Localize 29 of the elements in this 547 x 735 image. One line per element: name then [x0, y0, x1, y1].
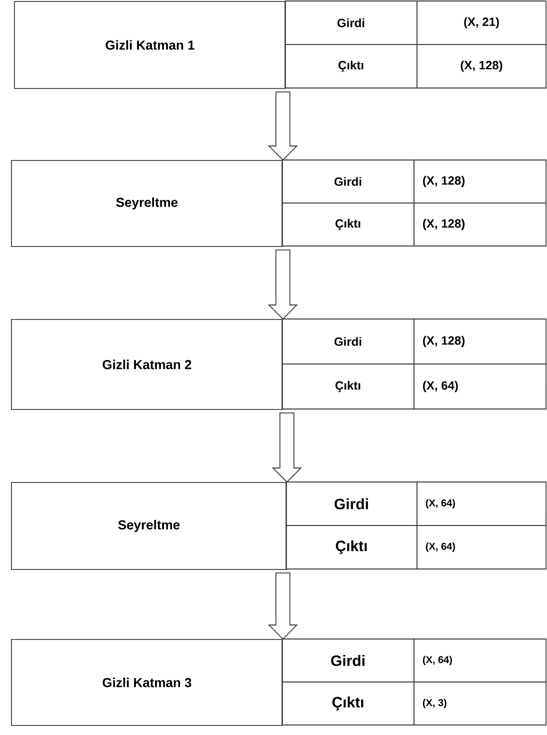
- block-arrow: [268, 249, 298, 320]
- layer-box: Gizli Katman 3: [11, 639, 283, 726]
- table-cell: (X, 128): [414, 318, 546, 364]
- layer-box: Gizli Katman 2: [11, 319, 283, 410]
- table-cell: (X, 3): [414, 682, 546, 726]
- table-cell: Çıktı: [284, 44, 418, 88]
- block-arrow: [268, 91, 298, 161]
- table-cell: (X, 64): [414, 364, 546, 410]
- layer-box: Seyreltme: [11, 482, 287, 570]
- table-cell: Girdi: [282, 638, 414, 682]
- table-cell: Girdi: [282, 318, 414, 364]
- table-cell: (X, 64): [414, 638, 546, 682]
- table-cell: Çıktı: [282, 682, 414, 726]
- table-cell: Girdi: [286, 482, 418, 526]
- block-arrow: [268, 572, 298, 640]
- layer-box: Seyreltme: [11, 160, 283, 247]
- table-cell: (X, 21): [416, 0, 546, 45]
- table-cell: (X, 64): [416, 482, 546, 526]
- table-cell: Çıktı: [282, 364, 414, 410]
- table-cell: Girdi: [284, 0, 418, 45]
- table-cell: Girdi: [282, 160, 414, 204]
- table-cell: (X, 64): [416, 525, 546, 570]
- table-cell: (X, 128): [414, 202, 546, 246]
- table-cell: Çıktı: [286, 525, 418, 570]
- layer-box: Gizli Katman 1: [14, 1, 286, 89]
- table-cell: (X, 128): [414, 160, 546, 204]
- block-arrow: [272, 412, 302, 483]
- table-cell: (X, 128): [416, 44, 546, 88]
- table-cell: Çıktı: [282, 202, 414, 246]
